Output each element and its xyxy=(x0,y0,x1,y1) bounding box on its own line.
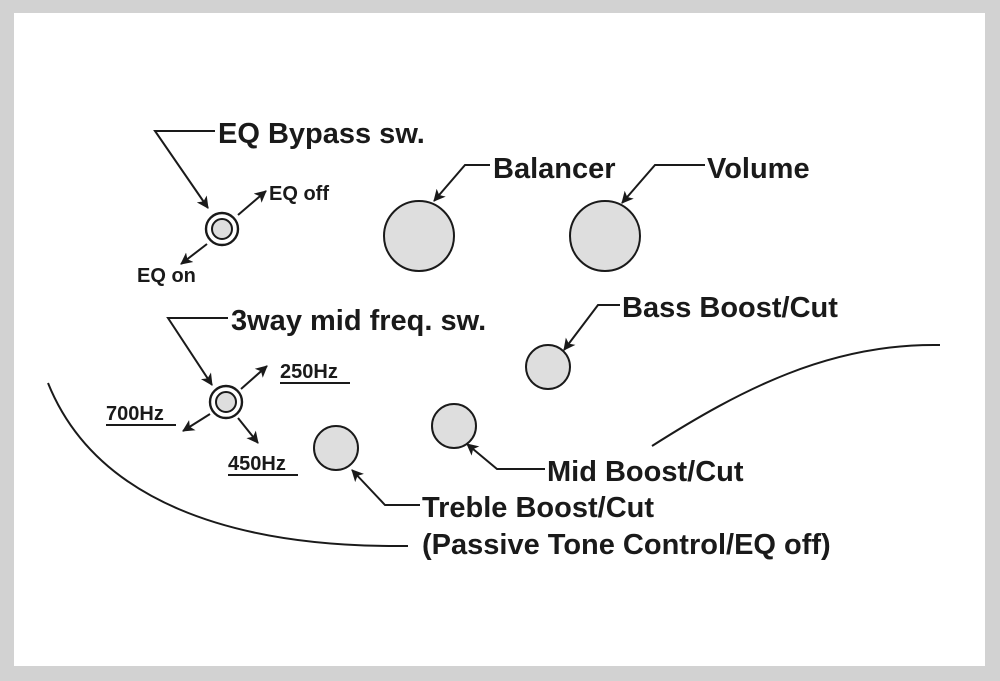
body-outline-curve-left xyxy=(47,382,409,548)
freq-250-label: 250Hz xyxy=(280,361,338,383)
mid-freq-switch[interactable] xyxy=(208,384,244,420)
volume-leader xyxy=(621,164,705,204)
body-outline-curve-right xyxy=(651,343,941,447)
mid-label: Mid Boost/Cut xyxy=(547,456,744,488)
eq-bypass-switch[interactable] xyxy=(204,211,240,247)
eq-off-arrow xyxy=(237,190,267,216)
balancer-label: Balancer xyxy=(493,153,616,185)
volume-knob[interactable] xyxy=(569,200,641,272)
mid-freq-leader xyxy=(166,317,228,386)
bass-knob[interactable] xyxy=(525,344,571,390)
diagram-panel xyxy=(14,13,985,666)
eq-on-arrow xyxy=(180,243,208,265)
balancer-leader xyxy=(433,164,490,202)
eq-off-label: EQ off xyxy=(269,183,329,205)
treble-label: Treble Boost/Cut xyxy=(422,492,654,524)
eq-bypass-leader xyxy=(153,130,215,209)
freq-450-arrow xyxy=(237,417,259,444)
freq-700-label: 700Hz xyxy=(106,403,164,425)
mid-freq-switch-label: 3way mid freq. sw. xyxy=(231,305,486,337)
freq-700-arrow xyxy=(182,413,211,432)
bass-leader xyxy=(563,304,620,351)
volume-label: Volume xyxy=(707,153,810,185)
eq-on-label: EQ on xyxy=(137,265,196,287)
treble-note-label: (Passive Tone Control/EQ off) xyxy=(422,529,831,561)
treble-knob[interactable] xyxy=(313,425,359,471)
freq-250-arrow xyxy=(240,365,268,390)
bass-label: Bass Boost/Cut xyxy=(622,292,838,324)
balancer-knob[interactable] xyxy=(383,200,455,272)
treble-leader xyxy=(351,469,420,506)
mid-knob[interactable] xyxy=(431,403,477,449)
freq-450-label: 450Hz xyxy=(228,453,286,475)
mid-leader xyxy=(466,443,545,470)
eq-bypass-label: EQ Bypass sw. xyxy=(218,118,425,150)
